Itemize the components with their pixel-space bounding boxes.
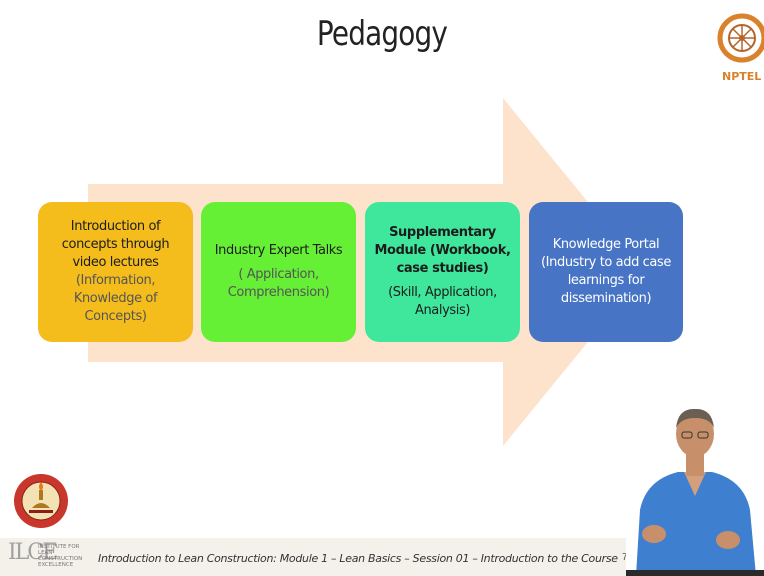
step-industry-talks: Industry Expert Talks ( Application, Com…: [201, 202, 356, 342]
step-video-lectures: Introduction of concepts through video l…: [38, 202, 193, 342]
step-video-lectures-main: Introduction of concepts through video l…: [61, 219, 170, 270]
slide-title: Pedagogy: [316, 14, 448, 54]
step-knowledge-portal-main: Knowledge Portal (Industry to add case l…: [541, 237, 671, 306]
step-industry-talks-main: Industry Expert Talks: [214, 243, 343, 258]
ilce-logo-subtitle: INSTITUTE FOR LEAN CONSTRUCTION EXCELLEN…: [38, 544, 83, 568]
step-supplementary-module-sub: (Skill, Application, Analysis): [388, 285, 497, 318]
presenter-video: [626, 400, 764, 576]
nptel-logo-icon: [717, 13, 764, 63]
step-supplementary-module: Supplementary Module (Workbook, case stu…: [365, 202, 520, 342]
step-industry-talks-sub: ( Application, Comprehension): [227, 267, 330, 300]
ilce-logo: ILCE: [8, 540, 58, 565]
page-number: 7: [622, 552, 628, 563]
footer-course-text: Introduction to Lean Construction: Modul…: [98, 552, 618, 565]
nptel-logo-text: NPTEL: [722, 70, 762, 83]
step-supplementary-module-main: Supplementary Module (Workbook, case stu…: [374, 225, 511, 276]
step-knowledge-portal: Knowledge Portal (Industry to add case l…: [529, 202, 683, 342]
iit-madras-seal-icon: [14, 474, 68, 528]
step-video-lectures-sub: (Information, Knowledge of Concepts): [73, 273, 158, 324]
